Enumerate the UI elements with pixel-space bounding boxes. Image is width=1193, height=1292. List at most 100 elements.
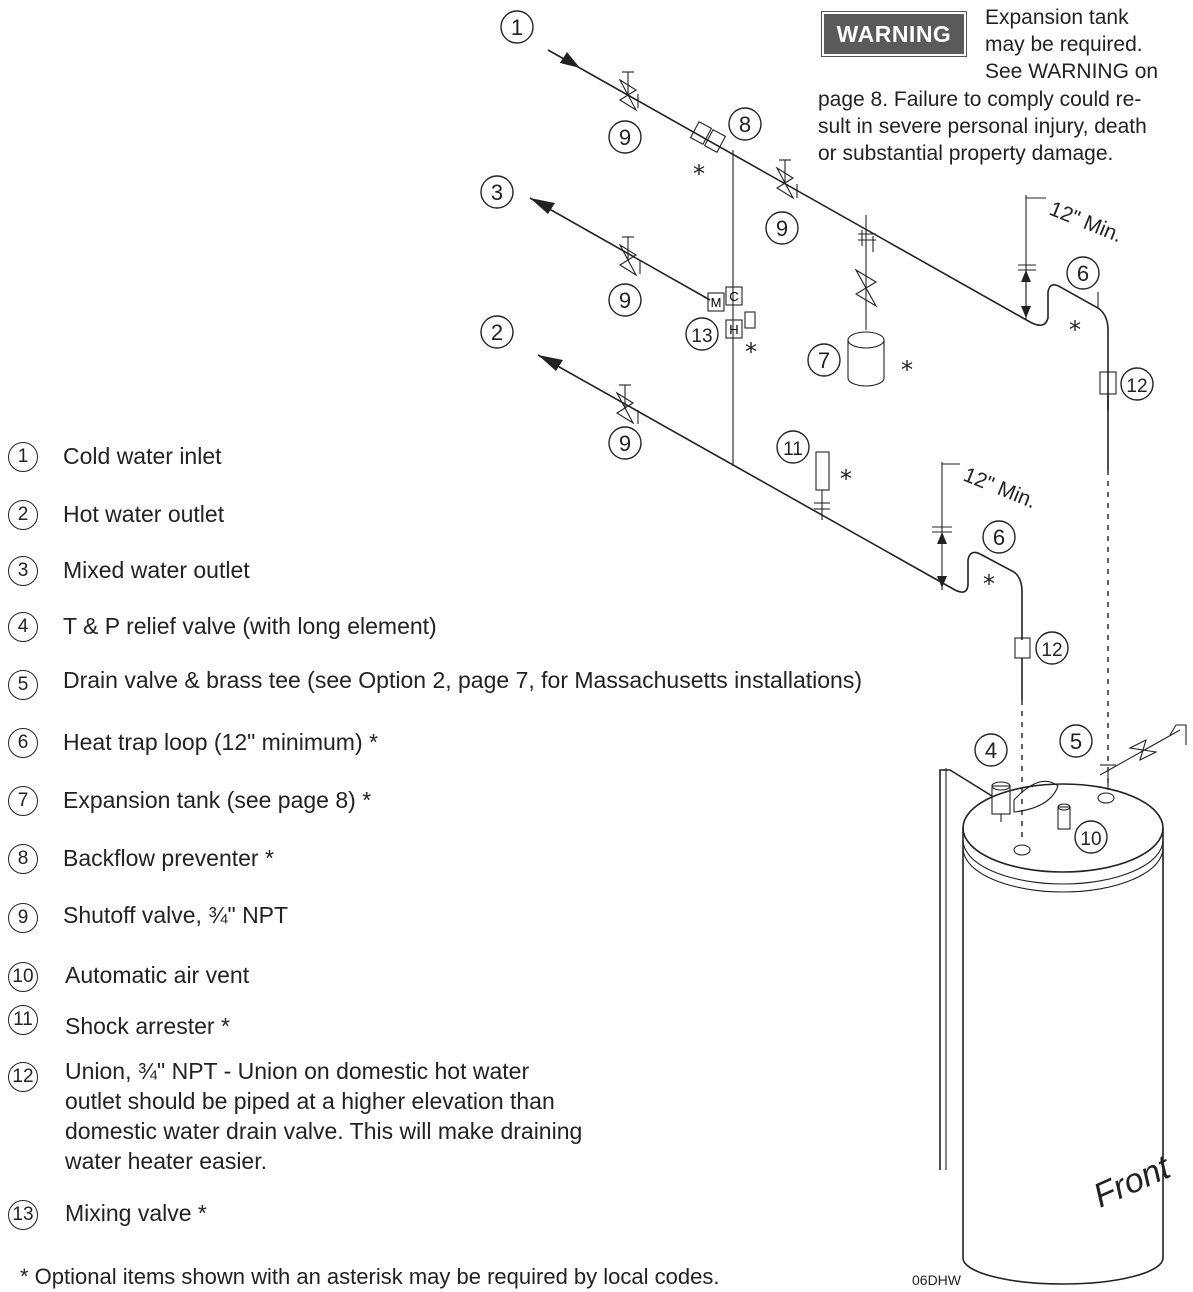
- legend-number: 9: [8, 903, 38, 933]
- drain-valve-symbol: [1099, 724, 1187, 790]
- legend-number: 4: [8, 612, 38, 642]
- legend-item-text: Shutoff valve, ¾" NPT: [63, 902, 289, 928]
- svg-text:6: 6: [1077, 261, 1089, 286]
- figure-code: 06DHW: [912, 1272, 962, 1288]
- shutoff-valve-symbol: [615, 384, 635, 425]
- callout-11: 11: [776, 430, 810, 464]
- asterisk-marker: *: [1069, 316, 1081, 344]
- legend-item-text: Mixing valve *: [65, 1200, 207, 1226]
- callout-3: 3: [480, 175, 514, 209]
- warning-badge: WARNING: [821, 11, 967, 57]
- hot-water-outlet-line: [537, 354, 956, 591]
- backflow-preventer-symbol: [689, 121, 727, 153]
- legend-number: 6: [8, 728, 38, 758]
- legend-number: 12: [8, 1062, 38, 1092]
- callout-6-upper: 6: [1066, 256, 1100, 290]
- legend-number: 7: [8, 786, 38, 816]
- callout-9-b: 9: [765, 211, 799, 245]
- legend-item-text-continued: domestic water drain valve. This will ma…: [65, 1118, 583, 1144]
- mixed-water-outlet-line: [529, 197, 711, 301]
- svg-text:3: 3: [491, 180, 503, 205]
- warning-text-line-2: may be required.: [985, 33, 1143, 56]
- legend-item-text: Hot water outlet: [63, 501, 225, 527]
- legend-number: 10: [8, 962, 38, 992]
- svg-text:2: 2: [491, 320, 503, 345]
- svg-text:8: 8: [739, 112, 751, 137]
- legend-item-text: Mixed water outlet: [63, 557, 250, 583]
- shutoff-valve-symbol: [775, 159, 795, 200]
- asterisk-marker: *: [983, 570, 995, 598]
- warning-text-line-4: page 8. Failure to comply could re-: [818, 88, 1142, 111]
- union-upper-symbol: [1099, 370, 1117, 788]
- footnote: * Optional items shown with an asterisk …: [20, 1264, 720, 1289]
- svg-text:11: 11: [783, 439, 803, 460]
- legend-item-text: Heat trap loop (12" minimum) *: [63, 729, 378, 755]
- svg-text:12: 12: [1126, 376, 1147, 397]
- svg-text:9: 9: [619, 288, 631, 313]
- callout-12-upper: 12: [1120, 367, 1154, 401]
- callout-12-lower: 12: [1035, 631, 1069, 665]
- heat-trap-loop-lower: [932, 462, 1023, 640]
- asterisk-marker: *: [840, 465, 852, 493]
- union-lower-symbol: [1014, 637, 1031, 842]
- asterisk-marker: *: [901, 356, 913, 384]
- callout-5: 5: [1059, 724, 1093, 758]
- valve-letter-m: M: [711, 295, 722, 310]
- legend-item-text-continued: outlet should be piped at a higher eleva…: [65, 1088, 555, 1114]
- callout-1: 1: [500, 10, 534, 44]
- legend-number: 5: [8, 670, 38, 700]
- warning-text-line-6: or substantial property damage.: [818, 142, 1114, 165]
- svg-text:9: 9: [619, 125, 631, 150]
- legend-item-text: Backflow preventer *: [63, 845, 274, 871]
- asterisk-marker: *: [745, 338, 757, 366]
- callout-10: 10: [1074, 820, 1108, 854]
- svg-text:13: 13: [691, 326, 712, 347]
- svg-text:7: 7: [818, 348, 830, 373]
- svg-text:1: 1: [511, 15, 523, 40]
- dimension-label-lower: 12" Min.: [960, 463, 1039, 513]
- valve-letter-c: C: [729, 289, 738, 304]
- svg-text:4: 4: [985, 738, 997, 763]
- callout-9-d: 9: [608, 426, 642, 460]
- svg-text:5: 5: [1070, 729, 1082, 754]
- legend-item-text: Shock arrester *: [65, 1013, 230, 1039]
- legend-item-text: Expansion tank (see page 8) *: [63, 787, 372, 813]
- heat-trap-loop-upper: [1018, 195, 1109, 370]
- warning-text-line-3: See WARNING on: [985, 60, 1159, 83]
- legend-item-text: Drain valve & brass tee (see Option 2, p…: [63, 667, 863, 693]
- shock-arrester-symbol: [814, 451, 830, 520]
- svg-text:12: 12: [1041, 640, 1062, 661]
- dimension-label-upper: 12" Min.: [1046, 197, 1125, 247]
- legend-number: 13: [8, 1200, 38, 1230]
- shutoff-valve-symbol: [618, 71, 638, 112]
- legend-item-text: Cold water inlet: [63, 443, 222, 469]
- svg-text:9: 9: [776, 216, 788, 241]
- callout-13: 13: [685, 317, 719, 351]
- callout-7: 7: [807, 343, 841, 377]
- callout-2: 2: [480, 315, 514, 349]
- legend-item-text: Union, ¾" NPT - Union on domestic hot wa…: [65, 1058, 530, 1084]
- valve-letter-h: H: [729, 322, 738, 337]
- svg-text:10: 10: [1080, 829, 1101, 850]
- legend-item-text-continued: water heater easier.: [65, 1148, 268, 1174]
- legend-number: 2: [8, 500, 38, 530]
- water-heater-tank: [939, 768, 1164, 1285]
- legend-number: 1: [8, 442, 38, 472]
- warning-text-line-5: sult in severe personal injury, death: [818, 115, 1147, 138]
- legend-item-text: Automatic air vent: [65, 962, 250, 988]
- warning-text-line-1: Expansion tank: [985, 6, 1129, 29]
- expansion-tank-symbol: [847, 215, 885, 387]
- legend-number: 8: [8, 844, 38, 874]
- asterisk-marker: *: [693, 160, 705, 188]
- svg-text:9: 9: [619, 431, 631, 456]
- legend-item-text: T & P relief valve (with long element): [63, 613, 437, 639]
- callout-9-c: 9: [608, 283, 642, 317]
- shutoff-valve-symbol: [618, 236, 638, 277]
- callout-9-a: 9: [608, 120, 642, 154]
- callout-6-lower: 6: [982, 520, 1016, 554]
- callout-8: 8: [728, 107, 762, 141]
- svg-text:6: 6: [993, 525, 1005, 550]
- callout-4: 4: [974, 733, 1008, 767]
- mixing-valve-symbol: C M H: [707, 286, 756, 339]
